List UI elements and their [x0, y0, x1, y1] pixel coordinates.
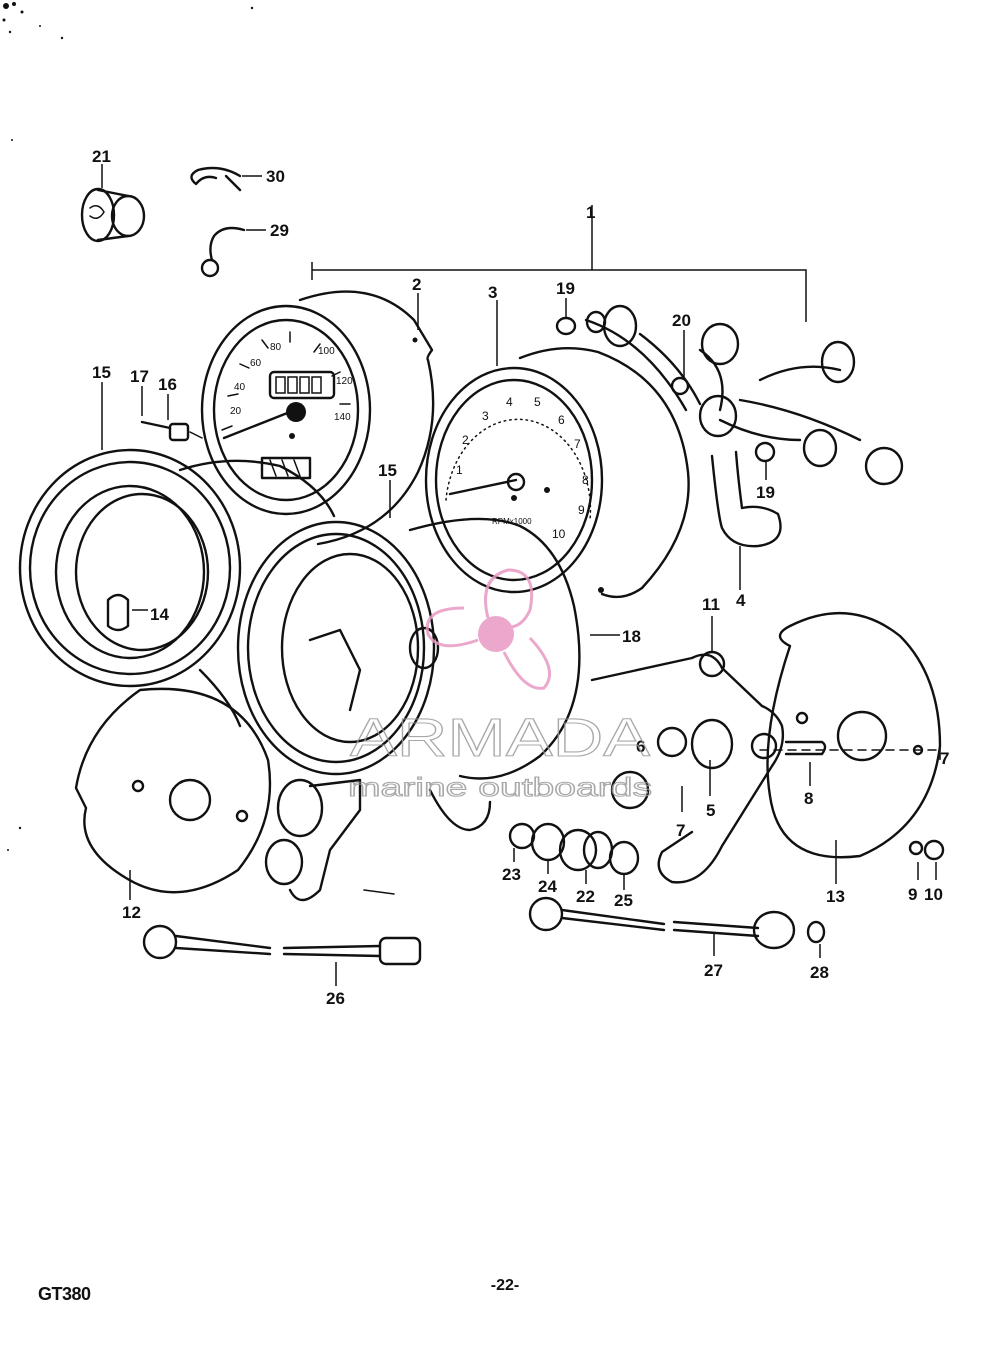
- callout-7b: 7: [940, 749, 949, 768]
- part-2-speedometer: [200, 290, 435, 546]
- callout-25: 25: [614, 891, 633, 910]
- callout-28: 28: [810, 963, 829, 982]
- callout-2: 2: [412, 275, 421, 294]
- page-number: -22-: [490, 1277, 520, 1294]
- speedo-number-80: 80: [270, 342, 282, 353]
- speedo-number-60: 60: [250, 358, 262, 369]
- callout-9: 9: [908, 885, 917, 904]
- tacho-number-9: 9: [578, 503, 585, 517]
- callout-30: 30: [266, 167, 285, 186]
- part-18-bracket: [428, 788, 492, 832]
- leader-lines: [101, 164, 941, 986]
- callout-15a: 15: [92, 363, 111, 382]
- part-22-25-grommets: [508, 822, 640, 876]
- callout-3: 3: [488, 283, 497, 302]
- tacho-number-5: 5: [534, 395, 541, 409]
- callout-22: 22: [576, 887, 595, 906]
- speedo-number-140: 140: [334, 412, 351, 423]
- speedo-number-40: 40: [234, 382, 246, 393]
- callout-10: 10: [924, 885, 943, 904]
- callout-7a: 7: [676, 821, 685, 840]
- tacho-number-8: 8: [582, 473, 589, 487]
- callout-19b: 19: [756, 483, 775, 502]
- callout-11: 11: [702, 595, 720, 614]
- part-3-tachometer: [424, 347, 690, 599]
- callout-1: 1: [586, 203, 595, 222]
- watermark: ARMADA marine outboards: [347, 568, 653, 803]
- callout-4: 4: [736, 591, 746, 610]
- part-20-bulb: [670, 376, 690, 396]
- part-4-harness: [584, 304, 904, 548]
- callout-23: 23: [502, 865, 521, 884]
- callout-27: 27: [704, 961, 723, 980]
- tacho-number-3: 3: [482, 409, 489, 423]
- callout-18: 18: [622, 627, 641, 646]
- callout-24: 24: [538, 877, 557, 896]
- callout-26: 26: [326, 989, 345, 1008]
- tacho-number-1: 1: [456, 463, 463, 477]
- callout-21: 21: [92, 147, 111, 166]
- speedo-number-20: 20: [230, 406, 242, 417]
- callout-20: 20: [672, 311, 691, 330]
- callout-16: 16: [158, 375, 177, 394]
- tacho-number-10: 10: [552, 527, 566, 541]
- part-12-back-plate: [74, 687, 272, 894]
- part-16-17-screw: [140, 420, 203, 442]
- callout-5: 5: [706, 801, 715, 820]
- tacho-unit: RPMx1000: [492, 517, 532, 526]
- watermark-brand: ARMADA: [350, 708, 650, 768]
- callout-6: 6: [636, 737, 645, 756]
- part-27-cable: [528, 896, 796, 950]
- speedo-number-120: 120: [336, 376, 353, 387]
- tacho-number-6: 6: [558, 413, 565, 427]
- callout-17: 17: [130, 367, 149, 386]
- part-15-housing-left: [18, 448, 336, 728]
- callout-15b: 15: [378, 461, 397, 480]
- part-9-10-nut: [908, 839, 945, 861]
- callout-19a: 19: [556, 279, 575, 298]
- tacho-number-7: 7: [574, 437, 581, 451]
- callout-14: 14: [150, 605, 169, 624]
- callout-29: 29: [270, 221, 289, 240]
- part-21-socket: [80, 187, 146, 243]
- propeller-logo-icon: [425, 568, 552, 690]
- model-label: GT380: [38, 1284, 91, 1304]
- speedo-number-100: 100: [318, 346, 335, 357]
- part-26-cable: [142, 924, 422, 966]
- callout-12: 12: [122, 903, 141, 922]
- part-13-back-plate: [759, 611, 942, 859]
- part-30-clip: [190, 166, 242, 192]
- part-15-housing-centre: [236, 517, 581, 780]
- part-28-washer: [806, 920, 826, 944]
- tacho-number-4: 4: [506, 395, 513, 409]
- part-29-wire: [200, 226, 246, 278]
- part-19-bulbs: [555, 316, 776, 463]
- callout-8: 8: [804, 789, 813, 808]
- scan-speckle: [2, 2, 254, 851]
- watermark-tagline: marine outboards: [348, 772, 652, 802]
- part-lower-bracket: [264, 778, 395, 902]
- callout-numbers: 1 2 3 4 5 6 7 7 8 9 10 11 12 13 14 15 15…: [92, 147, 949, 1008]
- callout-13: 13: [826, 887, 845, 906]
- tacho-number-2: 2: [462, 433, 469, 447]
